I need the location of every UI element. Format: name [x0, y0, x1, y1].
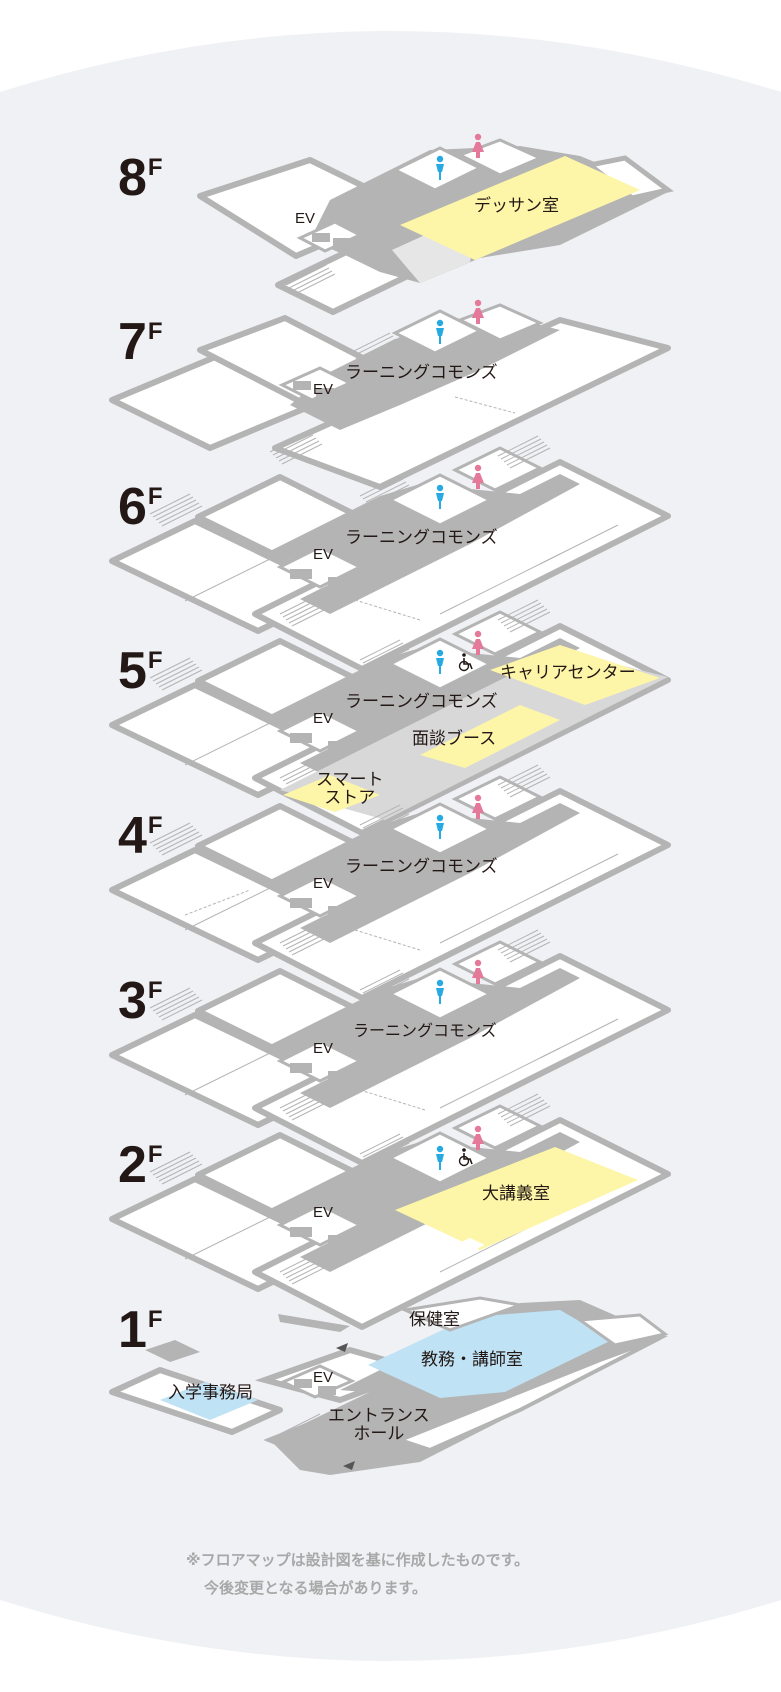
room-lecture-2f — [395, 1147, 638, 1250]
floor-3f-plan — [112, 930, 668, 1163]
room-label-entrance-hall: エントランス ホール — [328, 1406, 430, 1444]
room-label-learning-commons-6f: ラーニングコモンズ — [345, 528, 498, 548]
room-label-smart-store: スマート ストア — [316, 770, 384, 808]
floor-7f-plan — [109, 299, 671, 490]
room-label-lecture-hall: 大講義室 — [482, 1184, 550, 1204]
floor-label-2f: 2F — [118, 1139, 163, 1191]
room-label-admissions: 入学事務局 — [168, 1383, 253, 1403]
floor-suffix: F — [147, 483, 163, 510]
room-label-interview-booth: 面談ブース — [412, 729, 497, 749]
floor-number: 7 — [118, 313, 147, 371]
floor-number: 3 — [118, 972, 147, 1030]
ev-label-6f: EV — [313, 546, 334, 563]
floor-number: 1 — [118, 1301, 147, 1359]
room-dessin-8f — [400, 156, 640, 260]
entrance-arrow-icon — [336, 1343, 348, 1352]
floor-number: 6 — [118, 478, 147, 536]
room-label-learning-commons-7f: ラーニングコモンズ — [345, 363, 498, 383]
floor-2f-plan — [112, 1094, 668, 1327]
floor-number: 4 — [118, 807, 147, 865]
floor-label-6f: 6F — [118, 481, 163, 533]
floor-label-4f: 4F — [118, 810, 163, 862]
ev-label-7f: EV — [313, 381, 334, 398]
room-career-5f — [490, 645, 660, 705]
room-label-learning-commons-5f: ラーニングコモンズ — [345, 692, 498, 712]
floor-number: 5 — [118, 642, 147, 700]
floor-label-1f: 1F — [118, 1304, 163, 1356]
ev-label-3f: EV — [313, 1040, 334, 1057]
floor-4f-plan — [112, 765, 668, 998]
floor-label-8f: 8F — [118, 152, 163, 204]
room-smartstore-5f — [283, 775, 380, 812]
floor-suffix: F — [147, 154, 163, 181]
room-label-academic-office: 教務・講師室 — [421, 1350, 523, 1370]
floor-suffix: F — [147, 812, 163, 839]
floor-suffix: F — [147, 318, 163, 345]
floor-6f-plan — [112, 436, 668, 669]
floor-suffix: F — [147, 647, 163, 674]
room-label-learning-commons-3f: ラーニングコモンズ — [353, 1021, 497, 1040]
room-label-career-center: キャリアセンター — [500, 663, 636, 683]
floor-8f-plan — [197, 133, 674, 315]
note-line-1: ※フロアマップは設計図を基に作成したものです。 — [186, 1551, 530, 1569]
floor-number: 8 — [118, 149, 147, 207]
floor-suffix: F — [147, 1141, 163, 1168]
floor-number: 2 — [118, 1136, 147, 1194]
floor-5f-plan — [112, 600, 668, 833]
floor-label-7f: 7F — [118, 316, 163, 368]
room-admission-1f — [160, 1382, 258, 1420]
room-label-learning-commons-4f: ラーニングコモンズ — [345, 857, 498, 877]
disclaimer-note: ※フロアマップは設計図を基に作成したものです。 今後変更となる場合があります。 — [186, 1546, 529, 1602]
ev-label-1f: EV — [313, 1369, 334, 1386]
floor-1f-plan — [109, 1296, 669, 1475]
ev-label-5f: EV — [313, 710, 334, 727]
note-line-2: 今後変更となる場合があります。 — [204, 1579, 428, 1597]
room-office-1f — [368, 1310, 612, 1398]
floor-suffix: F — [147, 977, 163, 1004]
room-label-dessin: デッサン室 — [474, 196, 559, 216]
ev-label-2f: EV — [313, 1204, 334, 1221]
floor-suffix: F — [147, 1306, 163, 1333]
floor-label-5f: 5F — [118, 645, 163, 697]
floor-label-3f: 3F — [118, 975, 163, 1027]
room-booth-5f — [420, 705, 560, 768]
room-label-health-room: 保健室 — [409, 1310, 460, 1330]
ev-label-4f: EV — [313, 875, 334, 892]
ev-label-8f: EV — [295, 210, 316, 227]
